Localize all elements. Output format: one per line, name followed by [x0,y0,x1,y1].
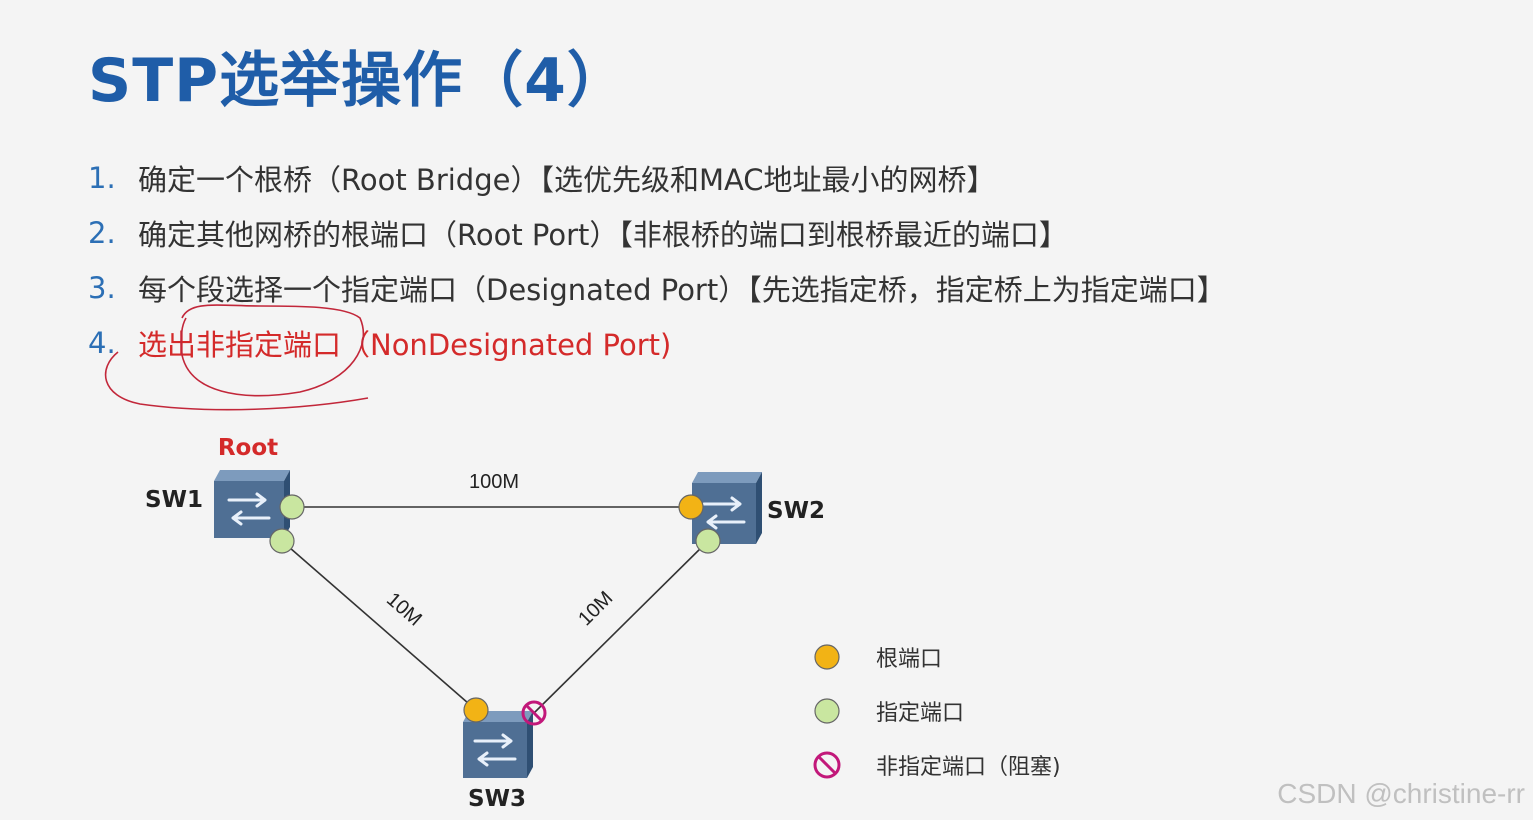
switch-icon [692,472,762,544]
legend-item-designated-port: 指定端口 [810,684,1061,738]
legend-item-root-port: 根端口 [810,630,1061,684]
switch-icon [463,711,533,778]
root-port-sw2 [678,494,704,520]
legend-item-nondesignated-port: 非指定端口（阻塞) [810,738,1061,792]
link-label-sw2-sw3: 10M [574,587,617,630]
switch-label-sw3: SW3 [468,786,526,812]
blocked-port-sw3 [521,700,547,726]
designated-port-sw1-sw3 [269,528,295,554]
legend-label: 指定端口 [876,701,965,726]
watermark: CSDN @christine-rr [1277,778,1525,809]
root-label: Root [218,435,278,461]
legend: 根端口 指定端口 非指定端口（阻塞) [810,630,1061,792]
link-label-sw1-sw2: 100M [469,471,519,493]
blocked-port-icon [813,751,841,779]
switch-label-sw1: SW1 [145,487,203,513]
link-label-sw1-sw3: 10M [382,588,426,630]
switch-sw2: SW2 [692,472,825,544]
step-number: 3. [88,270,116,305]
step-number: 2. [88,215,116,250]
step-text: 确定其他网桥的根端口（Root Port）【非根桥的端口到根桥最近的端口】 [138,217,1068,252]
switch-label-sw2: SW2 [767,498,825,524]
legend-label: 非指定端口（阻塞) [876,755,1061,780]
switch-icon [214,470,290,538]
designated-port-icon [814,698,840,724]
switch-sw3: SW3 [463,711,533,812]
link-sw1-sw3 [281,540,477,711]
step-item: 3. 每个段选择一个指定端口（Designated Port）【先选指定桥，指定… [88,260,1226,315]
step-text: 每个段选择一个指定端口（Designated Port）【先选指定桥，指定桥上为… [138,272,1226,307]
root-port-icon [814,644,840,670]
link-sw2-sw3 [533,540,709,714]
page-title: STP选举操作（4） [88,46,628,116]
step-number: 1. [88,160,116,195]
legend-label: 根端口 [876,647,943,672]
root-port-sw3 [463,697,489,723]
step-item: 2. 确定其他网桥的根端口（Root Port）【非根桥的端口到根桥最近的端口】 [88,205,1226,260]
designated-port-sw1-sw2 [279,494,305,520]
switch-sw1: Root SW1 [145,435,290,538]
step-text: 确定一个根桥（Root Bridge）【选优先级和MAC地址最小的网桥】 [138,162,996,197]
step-item: 1. 确定一个根桥（Root Bridge）【选优先级和MAC地址最小的网桥】 [88,150,1226,205]
designated-port-sw2-sw3 [695,528,721,554]
